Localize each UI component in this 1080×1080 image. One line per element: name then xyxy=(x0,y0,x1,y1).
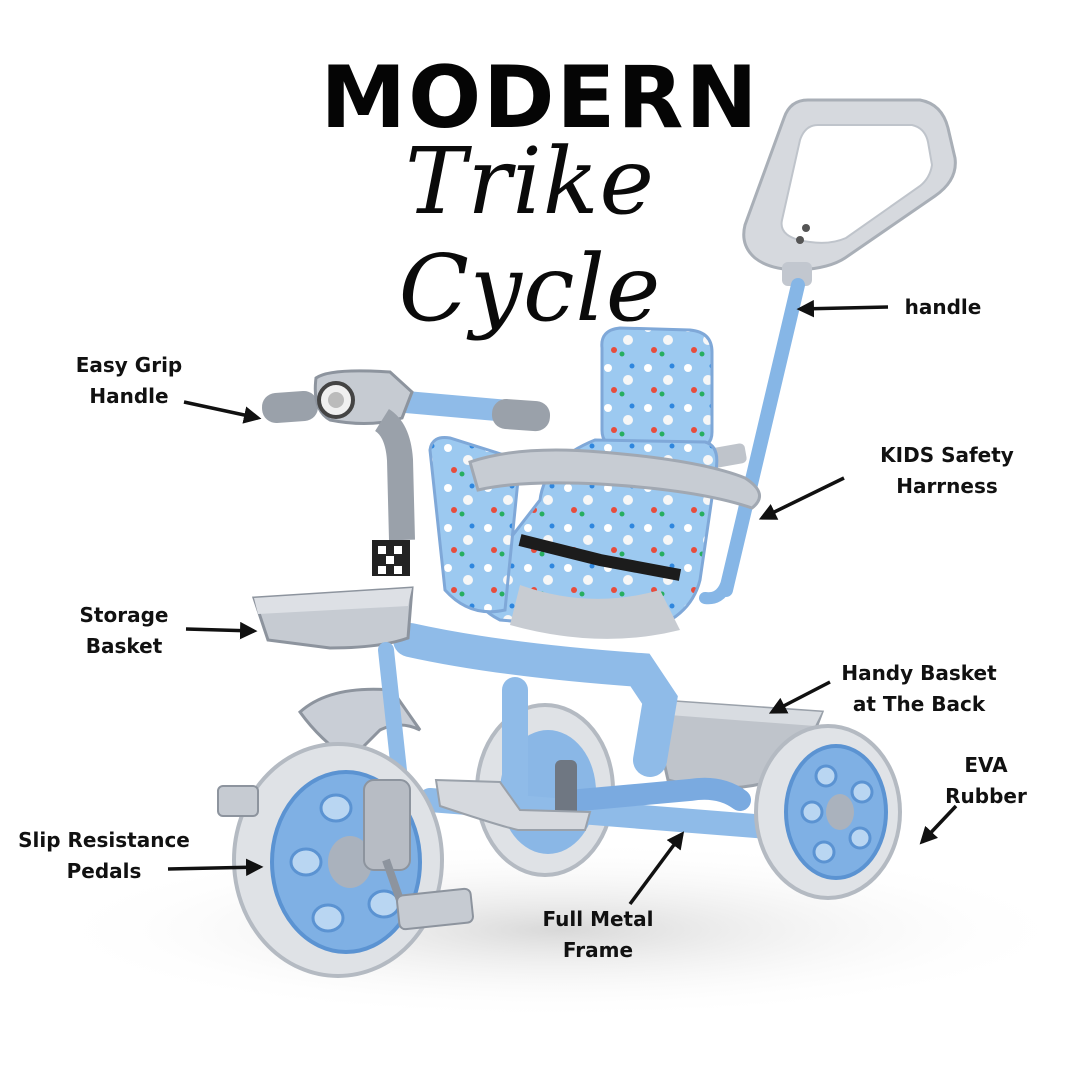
label-storage-basket-line1: Storage xyxy=(79,603,169,627)
label-handle: handle xyxy=(888,292,998,323)
arrow-full-metal xyxy=(628,831,685,906)
label-eva-rubber-line2: Rubber xyxy=(945,784,1027,808)
label-storage-basket-line2: Basket xyxy=(85,634,163,658)
page-title: MODERN xyxy=(320,48,760,148)
label-slip-resistance-line1: Slip Resistance xyxy=(18,828,190,852)
arrow-kids-safety xyxy=(758,476,845,520)
arrow-handle xyxy=(796,299,889,318)
arrow-storage-basket xyxy=(185,621,258,640)
page-subtitle: Trike Cycle xyxy=(398,128,662,342)
label-handy-basket-line2: at The Back xyxy=(852,692,986,716)
label-kids-safety-line1: KIDS Safety xyxy=(880,443,1014,467)
front-wheel xyxy=(217,742,474,978)
rear-right-wheel xyxy=(754,724,902,900)
handlebar xyxy=(261,369,551,576)
foot-rest xyxy=(434,778,592,831)
label-handle-line1: handle xyxy=(904,295,982,319)
front-basket xyxy=(251,586,414,650)
arrow-slip-resistance xyxy=(167,858,264,877)
arrow-eva-rubber xyxy=(919,804,958,845)
label-easy-grip: Easy Grip Handle xyxy=(58,350,200,412)
label-full-metal-line1: Full Metal xyxy=(542,907,654,931)
label-full-metal: Full Metal Frame xyxy=(528,904,668,966)
label-eva-rubber-line1: EVA xyxy=(964,753,1008,777)
label-kids-safety-line2: Harrness xyxy=(896,474,998,498)
label-handy-basket-line1: Handy Basket xyxy=(841,661,997,685)
label-storage-basket: Storage Basket xyxy=(60,600,188,662)
safety-bar xyxy=(468,448,761,510)
arrow-easy-grip xyxy=(183,400,262,424)
front-fork xyxy=(297,642,422,788)
label-easy-grip-line1: Easy Grip xyxy=(75,353,183,377)
label-full-metal-line2: Frame xyxy=(562,938,634,962)
label-handy-basket: Handy Basket at The Back xyxy=(832,658,1006,720)
arrow-handy-basket xyxy=(768,680,831,714)
label-easy-grip-line2: Handle xyxy=(89,384,169,408)
label-slip-resistance-line2: Pedals xyxy=(66,859,142,883)
annotation-arrows xyxy=(167,299,958,906)
label-eva-rubber: EVA Rubber xyxy=(930,750,1042,812)
label-slip-resistance: Slip Resistance Pedals xyxy=(4,825,204,887)
label-kids-safety: KIDS Safety Harrness xyxy=(858,440,1036,502)
